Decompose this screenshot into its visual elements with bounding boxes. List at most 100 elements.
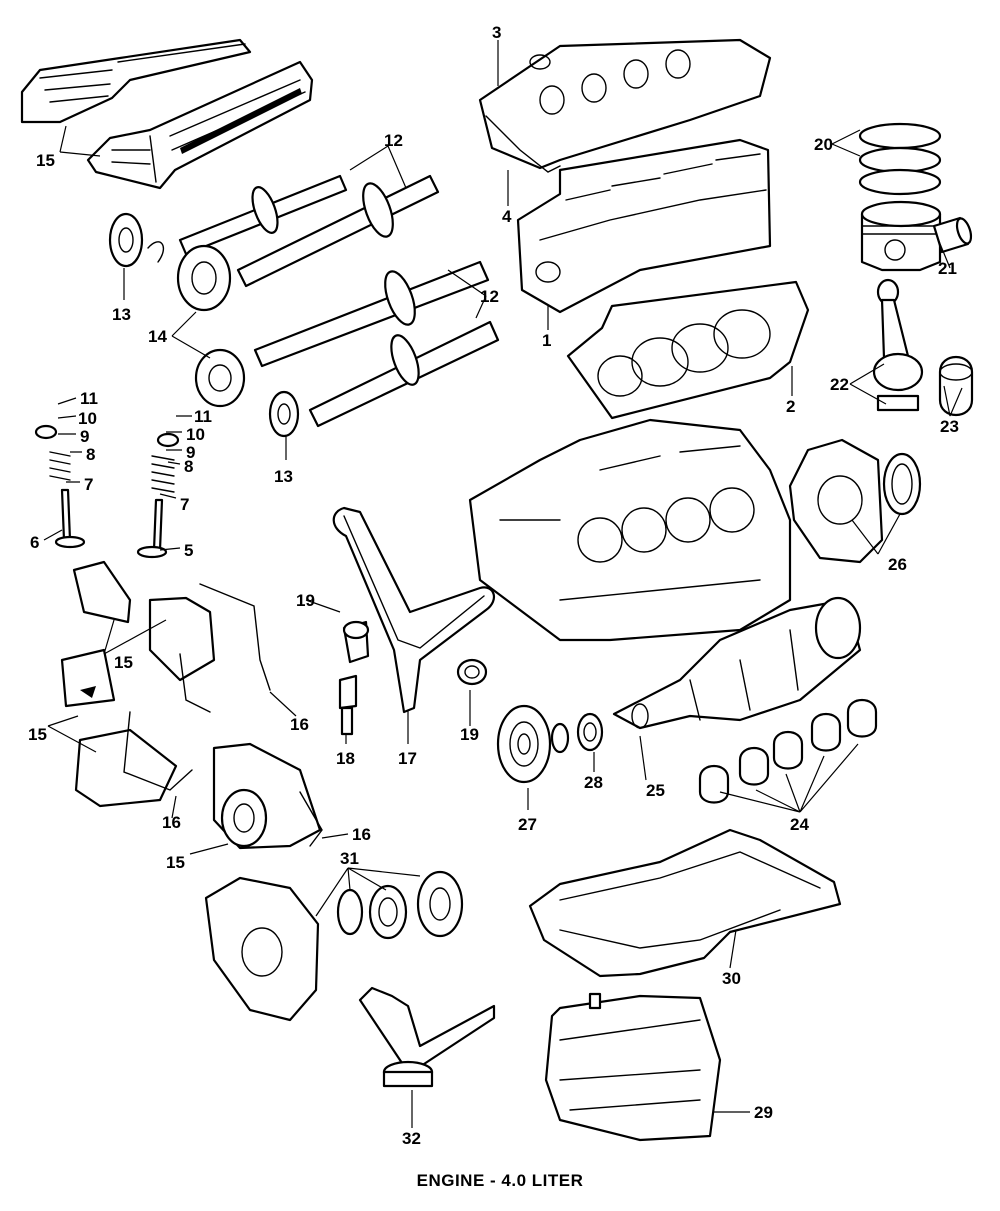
callout-16b: 16 <box>162 813 181 832</box>
crankshaft-main-bearing-4 <box>810 712 842 752</box>
callout-3: 3 <box>492 23 501 42</box>
oil-pump-driven-rotor <box>368 884 408 940</box>
connecting-rod <box>872 278 924 412</box>
crankshaft-pulley <box>496 704 552 784</box>
timing-cover-gasket-c <box>299 791 323 847</box>
crankshaft-main-bearing-2 <box>738 746 770 786</box>
callout-15c: 15 <box>28 725 47 744</box>
callout-7a: 7 <box>84 475 93 494</box>
callout-32: 32 <box>402 1129 421 1148</box>
crankshaft <box>612 596 862 730</box>
timing-belt-cover-lower-left <box>60 648 116 708</box>
timing-belt-idler-pulley-lower <box>456 658 488 686</box>
callout-18: 18 <box>336 749 355 768</box>
callout-16c: 16 <box>352 825 371 844</box>
crankshaft-timing-pulley <box>550 712 604 754</box>
callout-15d: 15 <box>166 853 185 872</box>
callout-4: 4 <box>502 207 512 226</box>
crankshaft-main-bearing-3 <box>772 730 804 770</box>
oil-pump-body <box>204 876 320 1022</box>
callout-27: 27 <box>518 815 537 834</box>
cylinder-head-gasket <box>566 280 810 420</box>
engine-cover-rear <box>20 38 252 124</box>
crankshaft-main-bearing-1 <box>698 764 730 804</box>
callout-19a: 19 <box>296 591 315 610</box>
oil-strainer <box>358 986 496 1088</box>
camshaft-timing-pulley-lower <box>194 348 246 408</box>
callout-15b: 15 <box>114 653 133 672</box>
intake-valve <box>54 488 86 549</box>
valve-retainer-left <box>34 424 58 440</box>
oil-pan-drain-plug <box>588 992 602 1010</box>
timing-belt <box>332 506 496 714</box>
callout-12a: 12 <box>384 131 403 150</box>
camshaft-plate-upper <box>108 212 164 268</box>
callout-2: 2 <box>786 397 795 416</box>
valve-spring-right <box>151 455 175 493</box>
rear-oil-seal-retainer <box>788 438 884 564</box>
callout-9a: 9 <box>80 427 89 446</box>
callout-11a: 11 <box>80 389 98 408</box>
callout-9b: 9 <box>186 443 195 462</box>
timing-cover-gasket-a <box>179 583 271 713</box>
callout-8b: 8 <box>184 457 193 476</box>
callout-10a: 10 <box>78 409 97 428</box>
piston-ring-set <box>858 122 942 196</box>
callout-24: 24 <box>790 815 809 834</box>
cylinder-head <box>516 138 772 314</box>
timing-belt-cover-upper-right <box>148 596 216 682</box>
timing-belt-cover-upper-left <box>72 560 132 624</box>
timing-belt-tensioner <box>338 674 358 736</box>
callout-31: 31 <box>340 849 359 868</box>
timing-belt-idler-pulley-upper <box>342 620 370 664</box>
rear-oil-seal <box>882 452 922 516</box>
callout-26: 26 <box>888 555 907 574</box>
callout-28: 28 <box>584 773 603 792</box>
valve-retainer-right <box>156 432 180 448</box>
callout-16a: 16 <box>290 715 309 734</box>
oil-pan-upper <box>528 828 842 978</box>
callout-22: 22 <box>830 375 849 394</box>
oil-pan-lower <box>544 994 722 1142</box>
callout-13a: 13 <box>112 305 131 324</box>
callout-25: 25 <box>646 781 665 800</box>
callout-10b: 10 <box>186 425 205 444</box>
callout-20: 20 <box>814 135 833 154</box>
camshaft-4 <box>308 320 500 428</box>
engine-cover-front <box>86 60 314 190</box>
callout-23: 23 <box>940 417 959 436</box>
timing-belt-cover-lower <box>74 728 178 808</box>
cylinder-block <box>468 418 792 642</box>
camshaft-timing-pulley-upper <box>176 244 232 312</box>
callout-17: 17 <box>398 749 417 768</box>
callout-15a: 15 <box>36 151 55 170</box>
callout-6: 6 <box>30 533 39 552</box>
callout-8a: 8 <box>86 445 95 464</box>
exhaust-valve <box>136 498 168 559</box>
callout-29: 29 <box>754 1103 773 1122</box>
crankshaft-main-bearing-5 <box>846 698 878 738</box>
leader-lines <box>43 40 963 1128</box>
callout-13b: 13 <box>274 467 293 486</box>
camshaft-1 <box>178 174 348 256</box>
oil-pump-cover <box>416 870 464 938</box>
callout-21: 21 <box>938 259 957 278</box>
callout-30: 30 <box>722 969 741 988</box>
valve-spring-left <box>49 451 71 481</box>
camshaft-2 <box>236 174 440 288</box>
piston-pin <box>932 216 973 254</box>
callout-1: 1 <box>542 331 551 350</box>
callout-12b: 12 <box>480 287 499 306</box>
timing-belt-cover-front <box>212 742 322 850</box>
piston <box>860 200 942 272</box>
camshaft-3 <box>253 260 490 368</box>
connecting-rod-bearing <box>938 356 974 416</box>
callout-14: 14 <box>148 327 167 346</box>
oil-pump-drive-rotor <box>336 888 364 936</box>
diagram-caption: ENGINE - 4.0 LITER <box>417 1171 584 1190</box>
camshaft-plate-lower <box>268 390 300 438</box>
timing-cover-gasket-b <box>123 711 193 791</box>
callout-7b: 7 <box>180 495 189 514</box>
cylinder-head-cover-gasket <box>485 115 561 173</box>
